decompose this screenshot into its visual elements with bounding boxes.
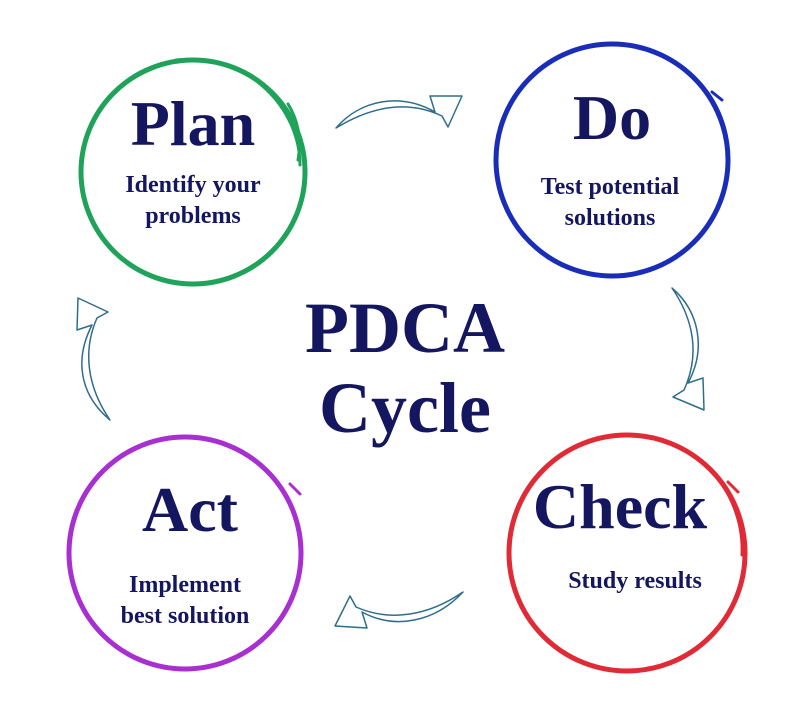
act-desc-line1: Implement [129, 572, 241, 598]
check-title: Check [532, 471, 708, 542]
arrow-do-to-check [671, 287, 705, 411]
arrow-act-to-plan [76, 297, 111, 421]
do-desc-line1: Test potential [540, 174, 680, 200]
check-circle [506, 432, 748, 674]
plan-desc-line2: problems [145, 203, 241, 229]
arrow-check-to-act [334, 591, 464, 629]
act-desc-line2: best solution [120, 603, 250, 629]
do-circle [493, 41, 731, 279]
plan-desc-line1: Identify your [125, 172, 261, 198]
do-title: Do [572, 82, 652, 153]
plan-title: Plan [130, 88, 256, 159]
center-title-line2: Cycle [319, 368, 491, 448]
do-desc-line2: solutions [564, 205, 656, 231]
act-title: Act [142, 474, 238, 545]
check-desc-line1: Study results [568, 568, 702, 594]
arrow-plan-to-do [335, 95, 463, 129]
center-title-line1: PDCA [305, 288, 505, 368]
act-circle [66, 434, 304, 672]
plan-circle [78, 57, 308, 287]
